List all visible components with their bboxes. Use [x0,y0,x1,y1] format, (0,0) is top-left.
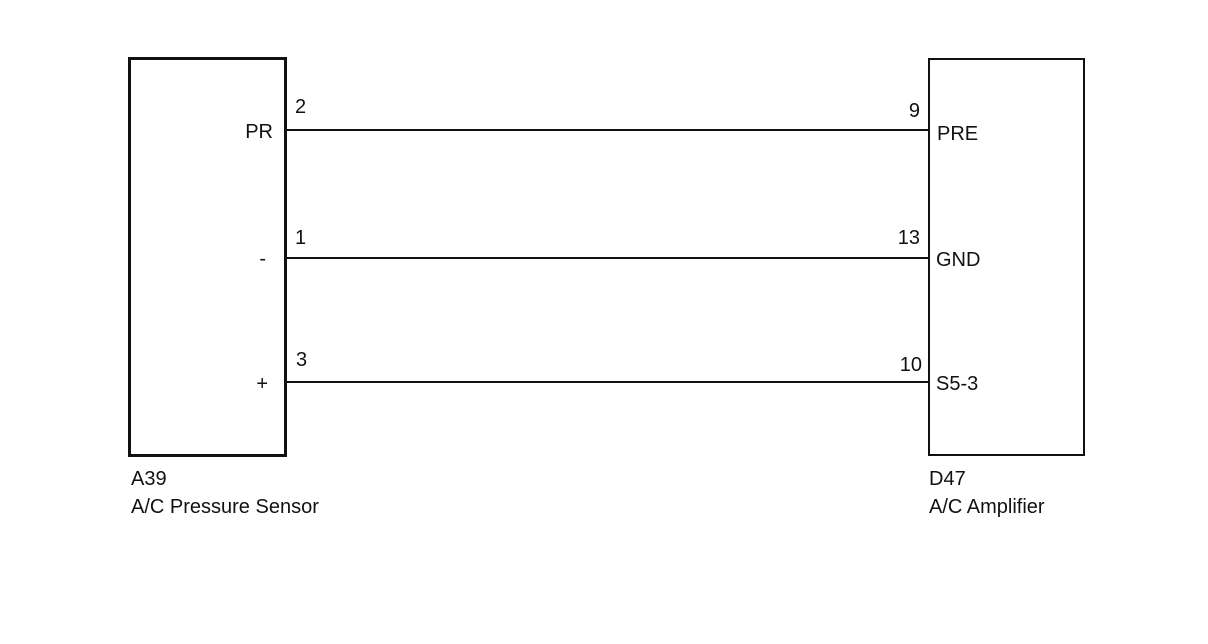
a39-component-name: A/C Pressure Sensor [131,496,319,518]
a39-pin-label-plus: + [256,373,268,395]
d47-pin-number-13: 13 [898,227,920,249]
d47-component-name: A/C Amplifier [929,496,1045,518]
a39-pin-number-3: 3 [296,349,307,371]
a39-pin-label-pr: PR [245,121,273,143]
d47-pin-label-gnd: GND [936,249,980,271]
a39-component-code: A39 [131,468,167,490]
d47-pin-label-s5-3: S5-3 [936,373,978,395]
a39-pin-number-2: 2 [295,96,306,118]
d47-pin-label-pre: PRE [937,123,978,145]
d47-pin-number-10: 10 [900,354,922,376]
d47-pin-number-9: 9 [909,100,920,122]
d47-component-code: D47 [929,468,966,490]
a39-pin-label-minus: - [259,248,266,270]
a39-pin-number-1: 1 [295,227,306,249]
a39-component-box [128,57,287,457]
